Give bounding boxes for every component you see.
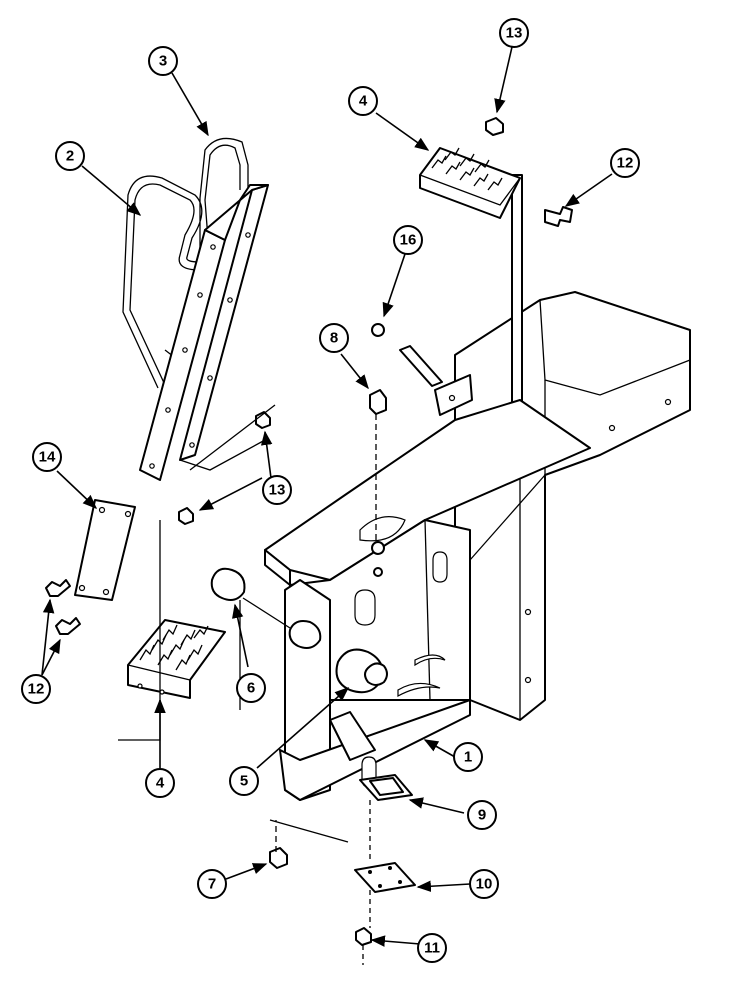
callout-label: 8 xyxy=(330,330,338,347)
callout-13-top: 13 xyxy=(499,18,529,48)
callout-label: 2 xyxy=(66,148,74,165)
callout-6: 6 xyxy=(236,673,266,703)
callout-label: 13 xyxy=(506,25,523,42)
callout-14: 14 xyxy=(32,442,62,472)
callout-label: 4 xyxy=(156,775,165,792)
callout-3: 3 xyxy=(148,46,178,76)
callout-label: 11 xyxy=(424,940,440,957)
callout-8: 8 xyxy=(319,323,349,353)
callout-label: 12 xyxy=(28,681,45,698)
callout-label: 10 xyxy=(476,876,493,893)
callout-10: 10 xyxy=(469,869,499,899)
callout-label: 12 xyxy=(617,155,634,172)
callout-7: 7 xyxy=(197,869,227,899)
step-lower xyxy=(127,619,226,699)
callout-label: 16 xyxy=(400,232,417,249)
cover-plate xyxy=(74,499,136,601)
callout-label: 1 xyxy=(464,749,472,766)
leader-lines xyxy=(41,46,613,947)
handle-mount-plate xyxy=(139,184,269,481)
callout-1: 1 xyxy=(453,742,483,772)
step-upper xyxy=(419,147,521,219)
fender-assembly xyxy=(264,174,691,801)
callout-label: 5 xyxy=(240,773,248,790)
callout-2: 2 xyxy=(55,141,85,171)
callout-label: 7 xyxy=(208,876,216,893)
callout-12-right: 12 xyxy=(610,148,640,178)
callout-11: 11 xyxy=(417,933,447,963)
callout-9: 9 xyxy=(467,800,497,830)
callout-label: 13 xyxy=(269,482,286,499)
callout-label: 9 xyxy=(478,807,486,824)
fasteners xyxy=(45,117,573,946)
callout-label: 4 xyxy=(359,93,368,110)
callout-4-bottom: 4 xyxy=(145,768,175,798)
callout-13-mid: 13 xyxy=(262,475,292,505)
callout-16: 16 xyxy=(393,225,423,255)
callout-label: 3 xyxy=(159,53,167,70)
callout-label: 14 xyxy=(39,449,56,466)
callout-12-left: 12 xyxy=(21,674,51,704)
callout-label: 6 xyxy=(247,680,255,697)
callout-5: 5 xyxy=(229,766,259,796)
callout-4-top: 4 xyxy=(348,86,378,116)
